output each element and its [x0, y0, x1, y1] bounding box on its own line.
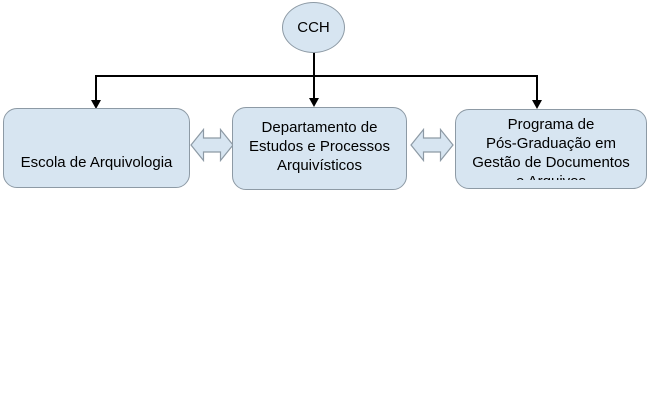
connector-vertical-left	[95, 75, 97, 101]
connector-vertical-right	[536, 75, 538, 101]
node-text-line: Programa de	[507, 116, 595, 133]
node-programa-pos-graduacao: Programa de Pós-Graduação em Gestão de D…	[455, 109, 647, 189]
node-departamento-estudos-processos: Departamento de Estudos e Processos Arqu…	[232, 107, 407, 190]
node-text-line: Estudos e Processos	[249, 138, 390, 155]
root-node-cch: CCH	[282, 2, 345, 53]
root-node-label: CCH	[297, 19, 330, 36]
node-escola-de-arquivologia: Escola de Arquivologia	[3, 108, 190, 188]
left-right-double-arrow-icon	[190, 128, 234, 162]
node-text: Programa de Pós-Graduação em Gestão de D…	[456, 115, 646, 180]
connector-horizontal-line	[96, 75, 538, 77]
arrowhead-down-icon	[91, 100, 101, 109]
node-text-line: Escola de Arquivologia	[20, 154, 173, 171]
node-text-line-clipped: e Arquivos	[456, 172, 646, 180]
left-right-double-arrow-icon	[410, 128, 454, 162]
arrowhead-down-icon	[532, 100, 542, 109]
connector-vertical-middle	[313, 52, 315, 99]
node-text-line: Departamento de	[261, 119, 378, 136]
node-text: Departamento de Estudos e Processos Arqu…	[233, 118, 406, 175]
node-text-line: Gestão de Documentos	[472, 154, 630, 171]
node-text: Escola de Arquivologia	[4, 153, 189, 172]
node-text-line: Pós-Graduação em	[485, 135, 617, 152]
node-text-line: Arquivísticos	[276, 157, 363, 174]
arrowhead-down-icon	[309, 98, 319, 107]
